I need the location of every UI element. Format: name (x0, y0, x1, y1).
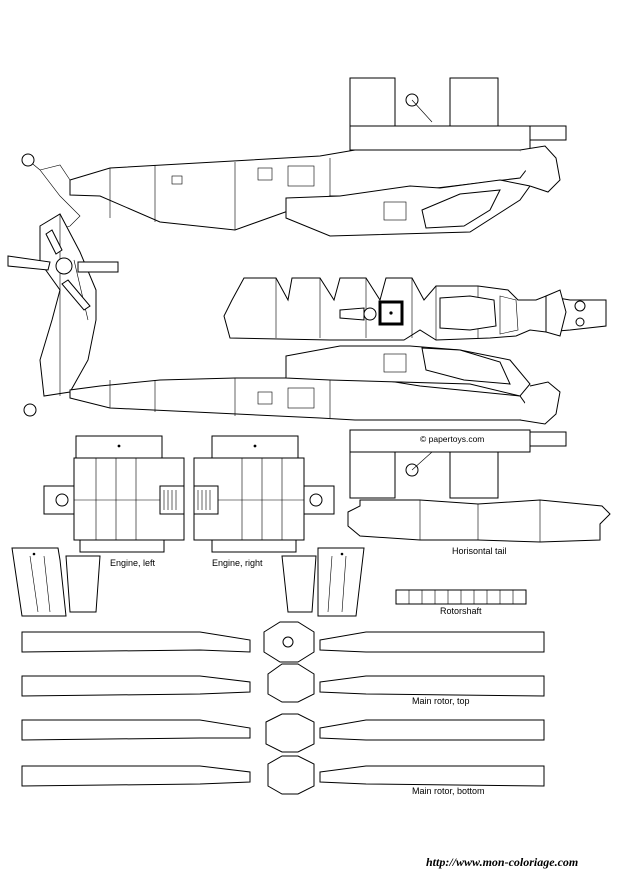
fuselage-side-upper (21, 77, 567, 237)
fuselage-top-view (223, 277, 607, 341)
engine-left-part (43, 435, 185, 553)
engine-right-label: Engine, right (212, 558, 263, 568)
footer-url-link[interactable]: http://www.mon-coloriage.com (426, 855, 579, 869)
main-rotor-top-label: Main rotor, top (412, 696, 470, 706)
main-rotor-top-part (21, 621, 545, 703)
copyright-text: © papertoys.com (420, 434, 485, 444)
rotorshaft-label: Rotorshaft (440, 606, 482, 616)
horisontal-tail-label: Horisontal tail (452, 546, 507, 556)
rotorshaft-part (395, 589, 527, 605)
main-rotor-bottom-part (21, 713, 545, 795)
horisontal-tail-part (347, 499, 611, 543)
main-rotor-bottom-label: Main rotor, bottom (412, 786, 485, 796)
exhaust-flaps (11, 547, 365, 617)
engine-left-label: Engine, left (110, 558, 156, 568)
fuselage-side-lower (69, 345, 567, 499)
engine-right-part (193, 435, 335, 553)
